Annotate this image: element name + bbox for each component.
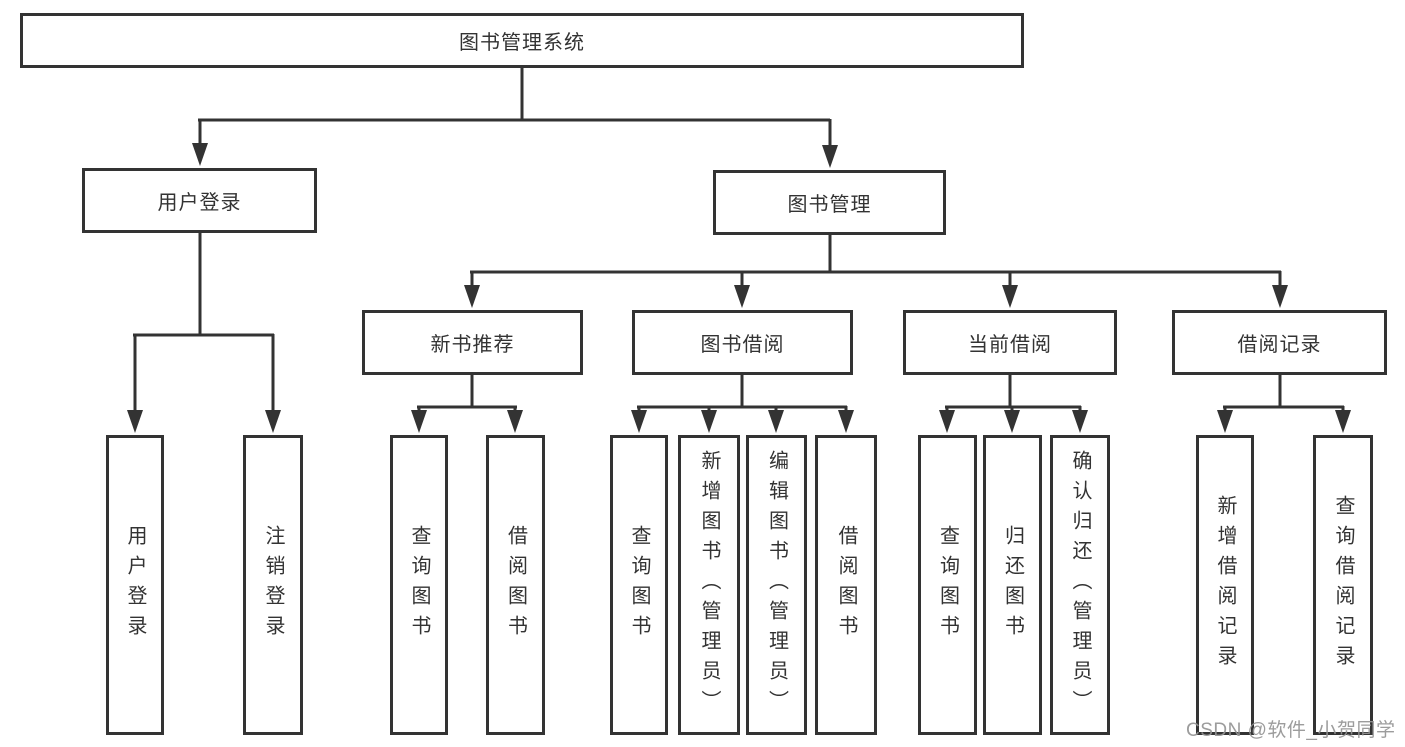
node-current-borrowing: 当前借阅 xyxy=(903,310,1117,375)
leaf-query-books-3: 查询图书 xyxy=(918,435,977,735)
leaf-borrow-books-1: 借阅图书 xyxy=(486,435,545,735)
leaf-query-books-1: 查询图书 xyxy=(390,435,448,735)
leaf-edit-book-admin: 编辑图书（管理员） xyxy=(746,435,807,735)
leaf-label: 编辑图书（管理员） xyxy=(765,450,788,720)
leaf-label: 新增借阅记录 xyxy=(1214,495,1236,675)
node-label: 图书管理系统 xyxy=(459,32,585,54)
node-label: 新书推荐 xyxy=(430,334,515,356)
leaf-confirm-return-admin: 确认归还（管理员） xyxy=(1050,435,1110,735)
node-book-management-system: 图书管理系统 xyxy=(20,13,1024,68)
leaf-label: 新增图书（管理员） xyxy=(698,450,720,720)
leaf-label: 查询图书 xyxy=(936,525,959,645)
leaf-label: 借阅图书 xyxy=(504,525,527,645)
leaf-return-book: 归还图书 xyxy=(983,435,1042,735)
leaf-query-books-2: 查询图书 xyxy=(610,435,668,735)
node-new-book-recommend: 新书推荐 xyxy=(362,310,583,375)
leaf-borrow-books-2: 借阅图书 xyxy=(815,435,877,735)
leaf-label: 注销登录 xyxy=(262,525,284,645)
leaf-label: 用户登录 xyxy=(124,525,146,645)
leaf-add-book-admin: 新增图书（管理员） xyxy=(678,435,740,735)
node-label: 图书借阅 xyxy=(700,334,785,356)
leaf-label: 借阅图书 xyxy=(835,525,857,645)
leaf-user-login: 用户登录 xyxy=(106,435,164,735)
leaf-logout: 注销登录 xyxy=(243,435,303,735)
arrow-down-icons xyxy=(127,143,1351,433)
node-user-login: 用户登录 xyxy=(82,168,317,233)
node-book-management: 图书管理 xyxy=(713,170,946,235)
node-book-borrowing: 图书借阅 xyxy=(632,310,853,375)
leaf-query-borrow-record: 查询借阅记录 xyxy=(1313,435,1373,735)
node-label: 当前借阅 xyxy=(968,334,1052,356)
node-label: 用户登录 xyxy=(157,192,242,214)
node-borrowing-records: 借阅记录 xyxy=(1172,310,1387,375)
leaf-label: 归还图书 xyxy=(1001,525,1024,645)
leaf-add-borrow-record: 新增借阅记录 xyxy=(1196,435,1254,735)
leaf-label: 确认归还（管理员） xyxy=(1069,450,1091,720)
node-label: 图书管理 xyxy=(787,194,872,216)
node-label: 借阅记录 xyxy=(1237,334,1322,356)
leaf-label: 查询借阅记录 xyxy=(1332,495,1354,675)
leaf-label: 查询图书 xyxy=(628,525,650,645)
csdn-watermark: CSDN @软件_小贺同学 xyxy=(1186,720,1396,741)
leaf-label: 查询图书 xyxy=(408,525,430,645)
